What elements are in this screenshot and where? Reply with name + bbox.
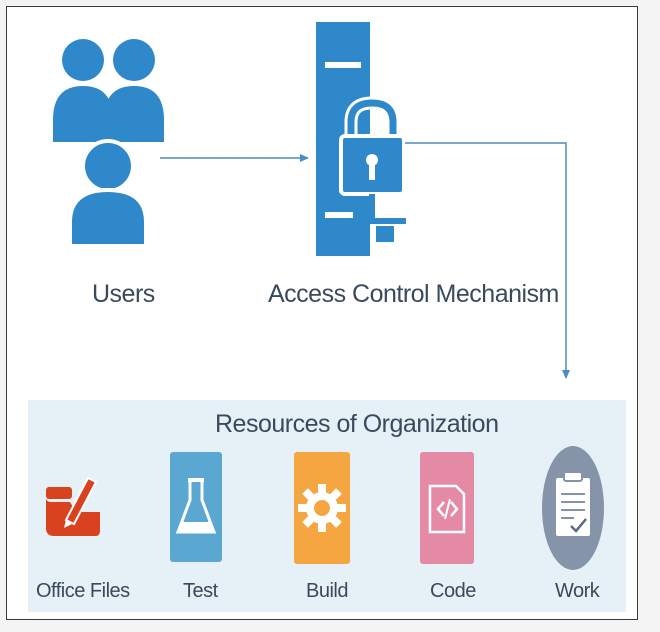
resource-label-build: Build (306, 580, 348, 602)
users-icon (53, 39, 164, 248)
resource-label-test: Test (183, 580, 218, 602)
clipboard-icon (542, 446, 604, 570)
office-files-icon (46, 476, 100, 536)
users-label: Users (92, 280, 155, 308)
acm-to-resources-arrow (405, 142, 570, 379)
server-lock-icon (316, 22, 406, 256)
gear-icon (294, 452, 350, 564)
resources-title: Resources of Organization (215, 410, 499, 438)
access-control-label: Access Control Mechanism (268, 280, 559, 308)
code-file-icon (420, 452, 474, 564)
resource-label-office-files: Office Files (36, 580, 130, 602)
resource-label-code: Code (430, 580, 476, 602)
resource-label-work: Work (555, 580, 600, 602)
flask-icon (170, 452, 222, 562)
